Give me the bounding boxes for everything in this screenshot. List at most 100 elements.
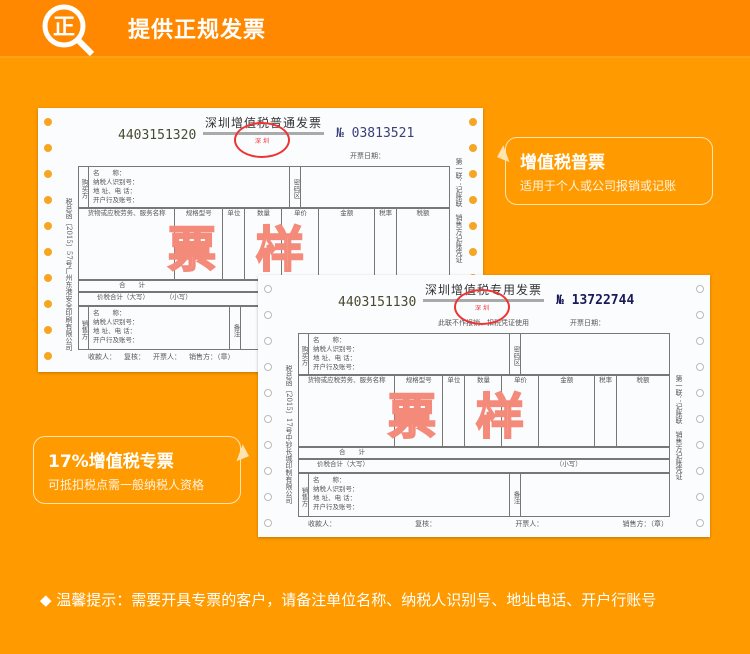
- total-row: 合 计: [298, 447, 670, 459]
- column-header: 数量: [465, 376, 503, 446]
- sample-watermark: 票样: [387, 389, 565, 445]
- copy-label: 第一联：记账联 销售方记账凭证: [675, 375, 683, 480]
- field-label: 开户行及账号：: [313, 363, 359, 371]
- remark-label: 备注: [229, 307, 241, 349]
- field-label: 纳税人识别号：: [93, 318, 139, 326]
- column-header: 单位: [443, 376, 466, 446]
- column-header: 单价: [282, 209, 320, 279]
- seller-label: 销售方: [79, 307, 89, 349]
- feed-hole-icon: [44, 222, 52, 230]
- feed-hole-icon: [264, 285, 272, 293]
- feed-hole-icon: [264, 467, 272, 475]
- remark-label: 备注: [509, 474, 521, 516]
- field-label: 纳税人识别号：: [93, 178, 139, 186]
- feed-hole-icon: [696, 415, 704, 423]
- feed-hole-icon: [264, 389, 272, 397]
- small-amount-label: （小写）: [169, 293, 192, 301]
- invoice-code: 4403151320: [118, 128, 197, 143]
- field-label: 名 称：: [313, 336, 346, 344]
- callout-title: 增值税普票: [520, 153, 605, 173]
- footer-label: 开票人：: [153, 353, 181, 361]
- total-label: 合 计: [339, 448, 365, 456]
- column-header: 税额: [416, 209, 430, 217]
- buyer-section: 购买方名 称：纳税人识别号：地 址、电 话：开户行及账号： 密码区: [78, 166, 450, 208]
- feed-hole-icon: [44, 300, 52, 308]
- buyer-fields: 名 称：纳税人识别号：地 址、电 话：开户行及账号：: [313, 336, 359, 372]
- invoice-number: № 13722744: [556, 293, 635, 308]
- feed-hole-icon: [44, 170, 52, 178]
- feed-hole-icon: [469, 248, 477, 256]
- buyer-label: 购买方: [79, 167, 89, 207]
- callout-subtitle: 可抵扣税点需一般纳税人资格: [48, 478, 205, 492]
- field-label: 开户行及账号：: [93, 336, 139, 344]
- feed-hole-icon: [469, 144, 477, 152]
- callout-special-invoice: 17%增值税专票 可抵扣税点需一般纳税人资格: [33, 436, 241, 504]
- footer-label: 收款人：: [88, 353, 116, 361]
- goods-table: 货物或应税劳务、服务名称规格型号单位数量单价金额税率税额: [298, 375, 670, 447]
- copy-label: 第一联：记账联 销售方记账凭证: [455, 158, 463, 263]
- feed-hole-icon: [469, 196, 477, 204]
- field-label: 开户行及账号：: [313, 503, 359, 511]
- callout-title: 17%增值税专票: [48, 452, 174, 472]
- feed-hole-icon: [44, 352, 52, 360]
- feed-hole-icon: [264, 519, 272, 527]
- field-label: 地 址、电 话：: [313, 494, 357, 502]
- feed-hole-icon: [696, 363, 704, 371]
- feed-hole-icon: [696, 285, 704, 293]
- field-label: 地 址、电 话：: [93, 327, 137, 335]
- header-banner: 正 提供正规发票: [0, 0, 750, 58]
- column-header: 货物或应税劳务、服务名称: [79, 209, 176, 279]
- total-label: 合 计: [119, 281, 145, 289]
- feed-hole-icon: [696, 493, 704, 501]
- feed-hole-icon: [469, 222, 477, 230]
- invoice-number: № 03813521: [336, 126, 415, 141]
- column-header: 单位: [223, 209, 246, 279]
- feed-hole-icon: [696, 519, 704, 527]
- field-label: 开户行及账号：: [93, 196, 139, 204]
- feed-hole-icon: [469, 118, 477, 126]
- field-label: 名 称：: [93, 309, 126, 317]
- invoice-footer: 收款人：复核：开票人：销售方：（章）: [88, 353, 258, 362]
- column-header: 规格型号: [395, 376, 444, 446]
- sample-watermark: 票样: [167, 222, 345, 278]
- feed-hole-icon: [264, 415, 272, 423]
- field-label: 名 称：: [313, 476, 346, 484]
- seller-label: 销售方: [299, 474, 309, 516]
- svg-text:正: 正: [53, 15, 75, 40]
- footer-label: 复核：: [124, 353, 145, 361]
- feed-hole-icon: [696, 467, 704, 475]
- column-header: 金额: [539, 376, 595, 446]
- issue-date-label: 开票日期：: [350, 152, 385, 160]
- field-label: 地 址、电 话：: [313, 354, 357, 362]
- price-tax-label: 价税合计（大写）: [317, 460, 369, 468]
- feed-hole-icon: [44, 196, 52, 204]
- buyer-label: 购买方: [299, 334, 309, 374]
- field-label: 名 称：: [93, 169, 126, 177]
- feed-hole-icon: [696, 311, 704, 319]
- callout-subtitle: 适用于个人或公司报销或记账: [520, 179, 677, 193]
- column-header: 数量: [245, 209, 283, 279]
- password-area-label: 密码区: [509, 334, 521, 374]
- feed-hole-icon: [44, 144, 52, 152]
- callout-general-invoice: 增值税普票 适用于个人或公司报销或记账: [505, 137, 713, 205]
- invoice-footer: 收款人：复核：开票人：销售方：（章）: [308, 520, 668, 529]
- buyer-fields: 名 称：纳税人识别号：地 址、电 话：开户行及账号：: [93, 169, 139, 205]
- magnifier-logo-icon: 正: [42, 4, 95, 57]
- footer-label: 销售方：（章）: [622, 520, 668, 528]
- feed-hole-icon: [44, 248, 52, 256]
- password-area-label: 密码区: [289, 167, 301, 207]
- footer-label: 复核：: [415, 520, 437, 528]
- official-stamp-icon: 深 圳: [454, 289, 510, 325]
- feed-hole-icon: [44, 118, 52, 126]
- feed-hole-icon: [264, 441, 272, 449]
- footer-label: 开票人：: [515, 520, 544, 528]
- side-print-text: 税总函〔2015〕57号广州东港安全印刷有限公司: [65, 198, 73, 351]
- invoice-code: 4403151130: [338, 295, 417, 310]
- seller-fields: 名 称：纳税人识别号：地 址、电 话：开户行及账号：: [313, 476, 359, 512]
- feed-hole-icon: [44, 326, 52, 334]
- column-header: 金额: [319, 209, 375, 279]
- feed-hole-icon: [264, 493, 272, 501]
- page-title: 提供正规发票: [128, 18, 267, 43]
- feed-hole-icon: [696, 337, 704, 345]
- column-header: 货物或应税劳务、服务名称: [299, 376, 396, 446]
